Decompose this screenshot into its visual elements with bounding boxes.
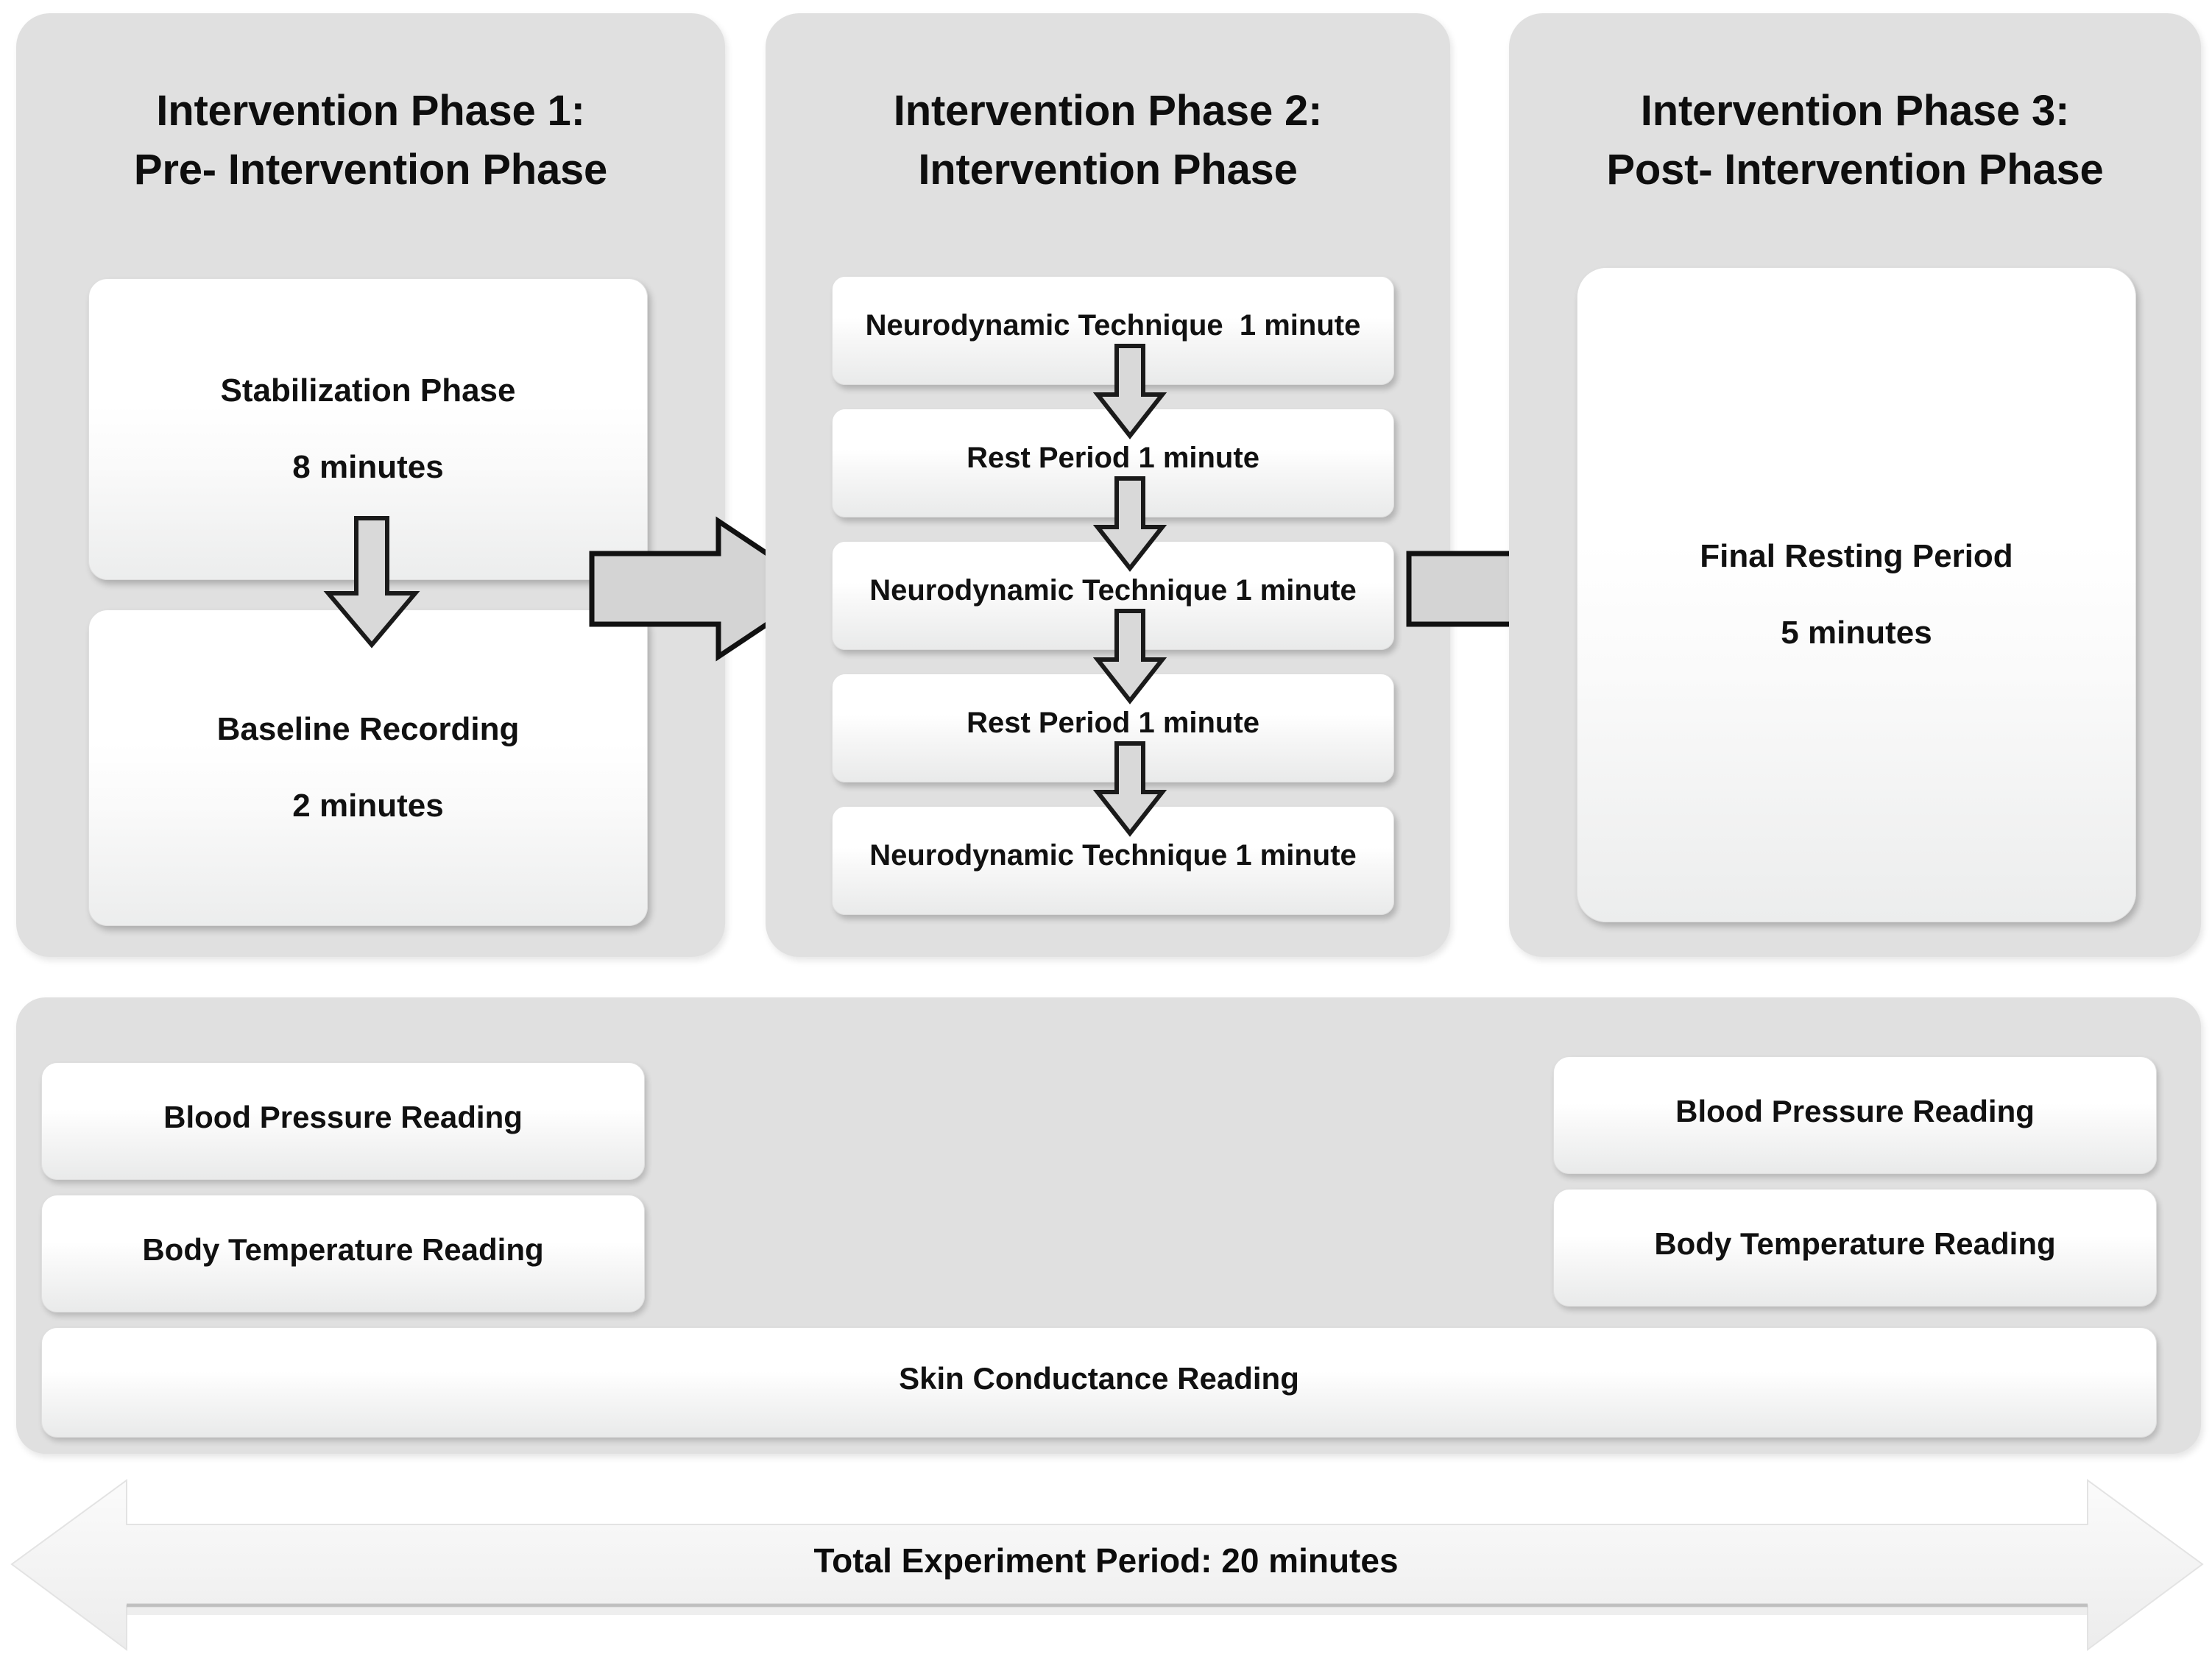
step-card-5-label: Neurodynamic Technique 1 minute bbox=[869, 838, 1357, 872]
card-baseline-recording[interactable]: Baseline Recording 2 minutes bbox=[88, 609, 648, 926]
phase-1-title-line1: Intervention Phase 1: bbox=[156, 87, 585, 135]
measure-pre-blood-pressure[interactable]: Blood Pressure Reading bbox=[41, 1062, 645, 1180]
step-card-2-label: Rest Period 1 minute bbox=[967, 441, 1259, 474]
step-card-4-label: Rest Period 1 minute bbox=[967, 706, 1259, 739]
card-final-resting-period-duration: 5 minutes bbox=[1781, 615, 1932, 651]
double-headed-arrow bbox=[10, 1479, 2204, 1651]
down-arrow-step1-to-step2 bbox=[1092, 344, 1167, 439]
down-arrow-step4-to-step5 bbox=[1092, 741, 1167, 837]
step-card-5[interactable]: Neurodynamic Technique 1 minute bbox=[832, 806, 1394, 915]
phase-3-title: Intervention Phase 3: Post- Intervention… bbox=[1509, 87, 2201, 194]
card-final-resting-period-name: Final Resting Period bbox=[1700, 537, 2013, 574]
card-stabilization-phase-duration: 8 minutes bbox=[292, 449, 444, 485]
measure-skin-conductance[interactable]: Skin Conductance Reading bbox=[41, 1327, 2157, 1438]
total-experiment-period-label: Total Experiment Period: 20 minutes bbox=[813, 1541, 1399, 1580]
down-arrow-step3-to-step4 bbox=[1092, 609, 1167, 704]
step-card-1[interactable]: Neurodynamic Technique 1 minute bbox=[832, 276, 1394, 385]
down-arrow-step2-to-step3 bbox=[1092, 476, 1167, 572]
measure-pre-blood-pressure-label: Blood Pressure Reading bbox=[163, 1100, 523, 1134]
phase-1-title: Intervention Phase 1: Pre- Intervention … bbox=[16, 87, 725, 194]
phase-2-title-line1: Intervention Phase 2: bbox=[893, 87, 1323, 135]
card-baseline-recording-name: Baseline Recording bbox=[216, 710, 520, 747]
total-experiment-duration-bar: Total Experiment Period: 20 minutes bbox=[0, 1461, 2212, 1668]
phase-2-title-line2: Intervention Phase bbox=[918, 145, 1298, 194]
step-card-1-label: Neurodynamic Technique 1 minute bbox=[865, 308, 1361, 342]
measurement-band: Blood Pressure Reading Body Temperature … bbox=[16, 997, 2201, 1454]
card-baseline-recording-duration: 2 minutes bbox=[292, 788, 444, 824]
measure-post-body-temperature-label: Body Temperature Reading bbox=[1654, 1226, 2056, 1261]
down-arrow-stabilization-to-baseline bbox=[323, 516, 420, 649]
card-final-resting-period[interactable]: Final Resting Period 5 minutes bbox=[1577, 267, 2136, 922]
phase-panel-3: Intervention Phase 3: Post- Intervention… bbox=[1509, 13, 2201, 957]
card-stabilization-phase-name: Stabilization Phase bbox=[220, 372, 516, 409]
measure-post-blood-pressure[interactable]: Blood Pressure Reading bbox=[1553, 1056, 2157, 1174]
phase-panel-1: Intervention Phase 1: Pre- Intervention … bbox=[16, 13, 725, 957]
measure-post-blood-pressure-label: Blood Pressure Reading bbox=[1675, 1094, 2035, 1128]
measure-post-body-temperature[interactable]: Body Temperature Reading bbox=[1553, 1189, 2157, 1307]
phase-1-title-line2: Pre- Intervention Phase bbox=[133, 145, 608, 194]
phase-3-title-line2: Post- Intervention Phase bbox=[1606, 145, 2104, 194]
measure-pre-body-temperature-label: Body Temperature Reading bbox=[142, 1232, 544, 1267]
step-card-3[interactable]: Neurodynamic Technique 1 minute bbox=[832, 541, 1394, 650]
phase-3-title-line1: Intervention Phase 3: bbox=[1640, 87, 2070, 135]
phase-2-title: Intervention Phase 2: Intervention Phase bbox=[766, 87, 1450, 194]
measure-skin-conductance-label: Skin Conductance Reading bbox=[899, 1361, 1299, 1396]
measure-pre-body-temperature[interactable]: Body Temperature Reading bbox=[41, 1195, 645, 1312]
step-card-2[interactable]: Rest Period 1 minute bbox=[832, 409, 1394, 517]
step-card-3-label: Neurodynamic Technique 1 minute bbox=[869, 573, 1357, 607]
